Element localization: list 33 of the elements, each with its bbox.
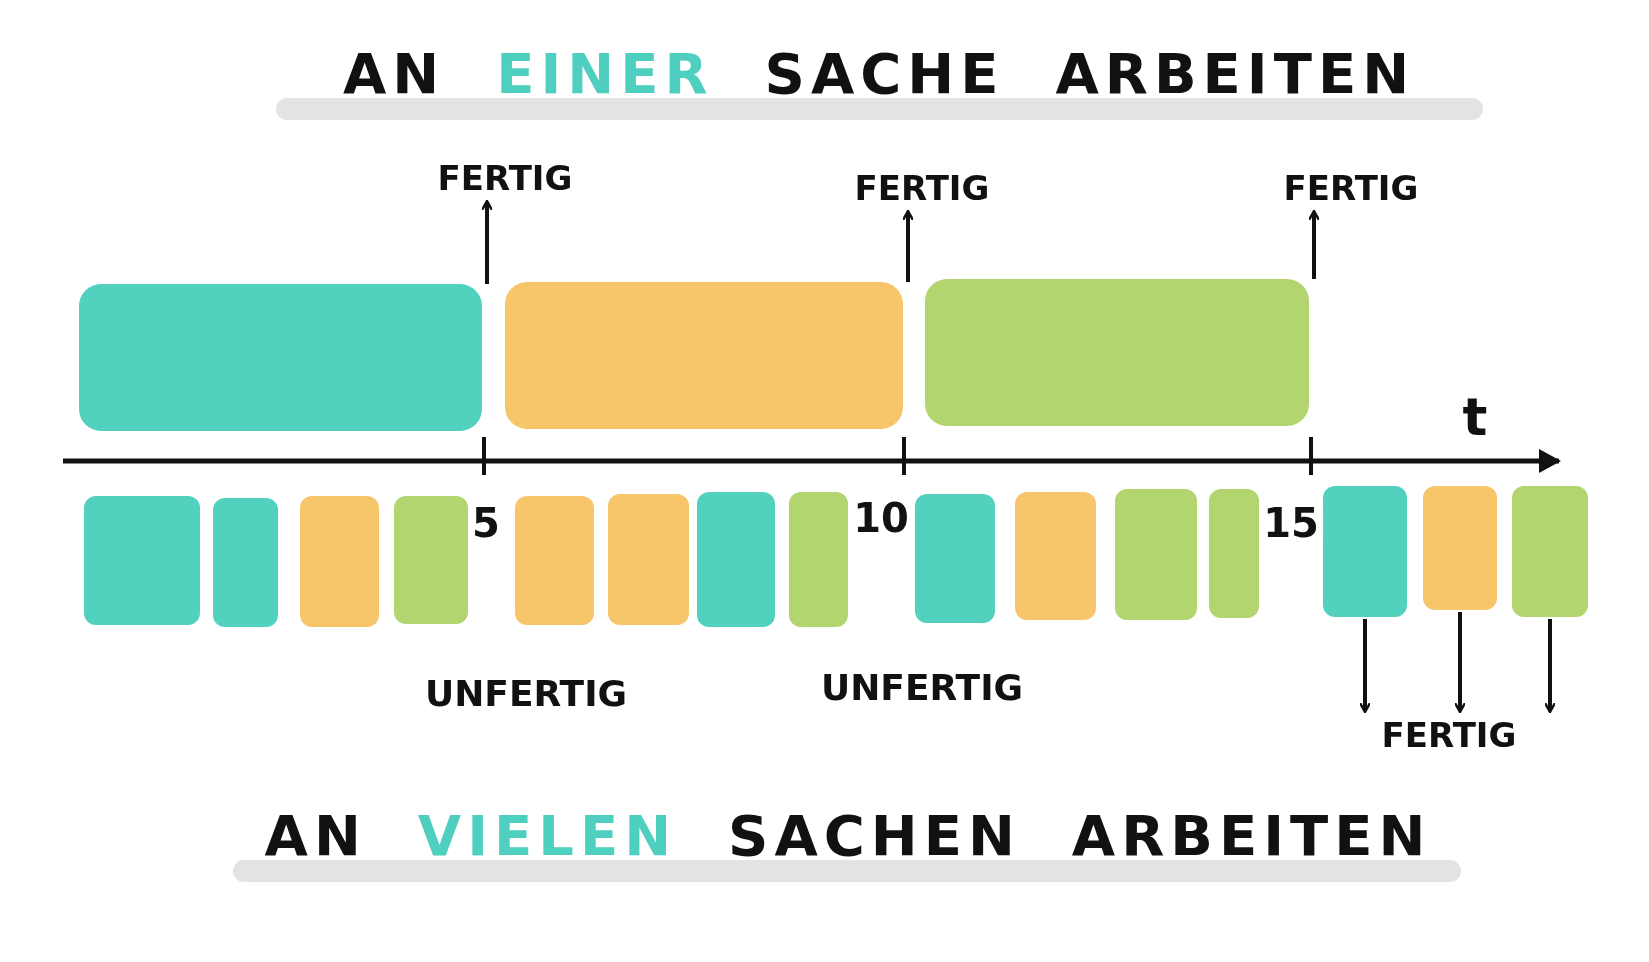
status-label: FERTIG: [854, 168, 990, 208]
task-block: [84, 496, 200, 625]
status-label: FERTIG: [1381, 715, 1517, 755]
task-block: [1323, 486, 1407, 617]
task-block: [515, 496, 594, 625]
status-label: UNFERTIG: [424, 673, 628, 714]
task-block: [1115, 489, 1197, 620]
task-block: [300, 496, 379, 627]
task-block: [1423, 486, 1497, 610]
task-block: [1512, 486, 1588, 617]
task-bar: [505, 282, 903, 429]
status-label: FERTIG: [1283, 168, 1419, 208]
task-block: [1015, 492, 1096, 620]
task-block: [1209, 489, 1259, 618]
status-label: FERTIG: [437, 158, 573, 198]
task-block: [697, 492, 775, 627]
task-block: [789, 492, 848, 627]
arrow: [901, 209, 915, 282]
task-block: [915, 494, 995, 623]
task-block: [608, 494, 689, 625]
status-label: UNFERTIG: [820, 667, 1024, 708]
task-block: [394, 496, 468, 624]
arrow: [480, 199, 494, 284]
arrow: [1543, 619, 1557, 714]
arrow: [1307, 209, 1321, 279]
arrow: [1453, 612, 1467, 714]
arrow: [1358, 619, 1372, 714]
heading: AN EINER SACHE ARBEITEN: [343, 41, 1415, 106]
task-bar: [79, 284, 482, 431]
axis-label: t: [1462, 387, 1488, 447]
task-block: [213, 498, 278, 627]
task-bar: [925, 279, 1309, 426]
heading: AN VIELEN SACHEN ARBEITEN: [264, 803, 1432, 868]
